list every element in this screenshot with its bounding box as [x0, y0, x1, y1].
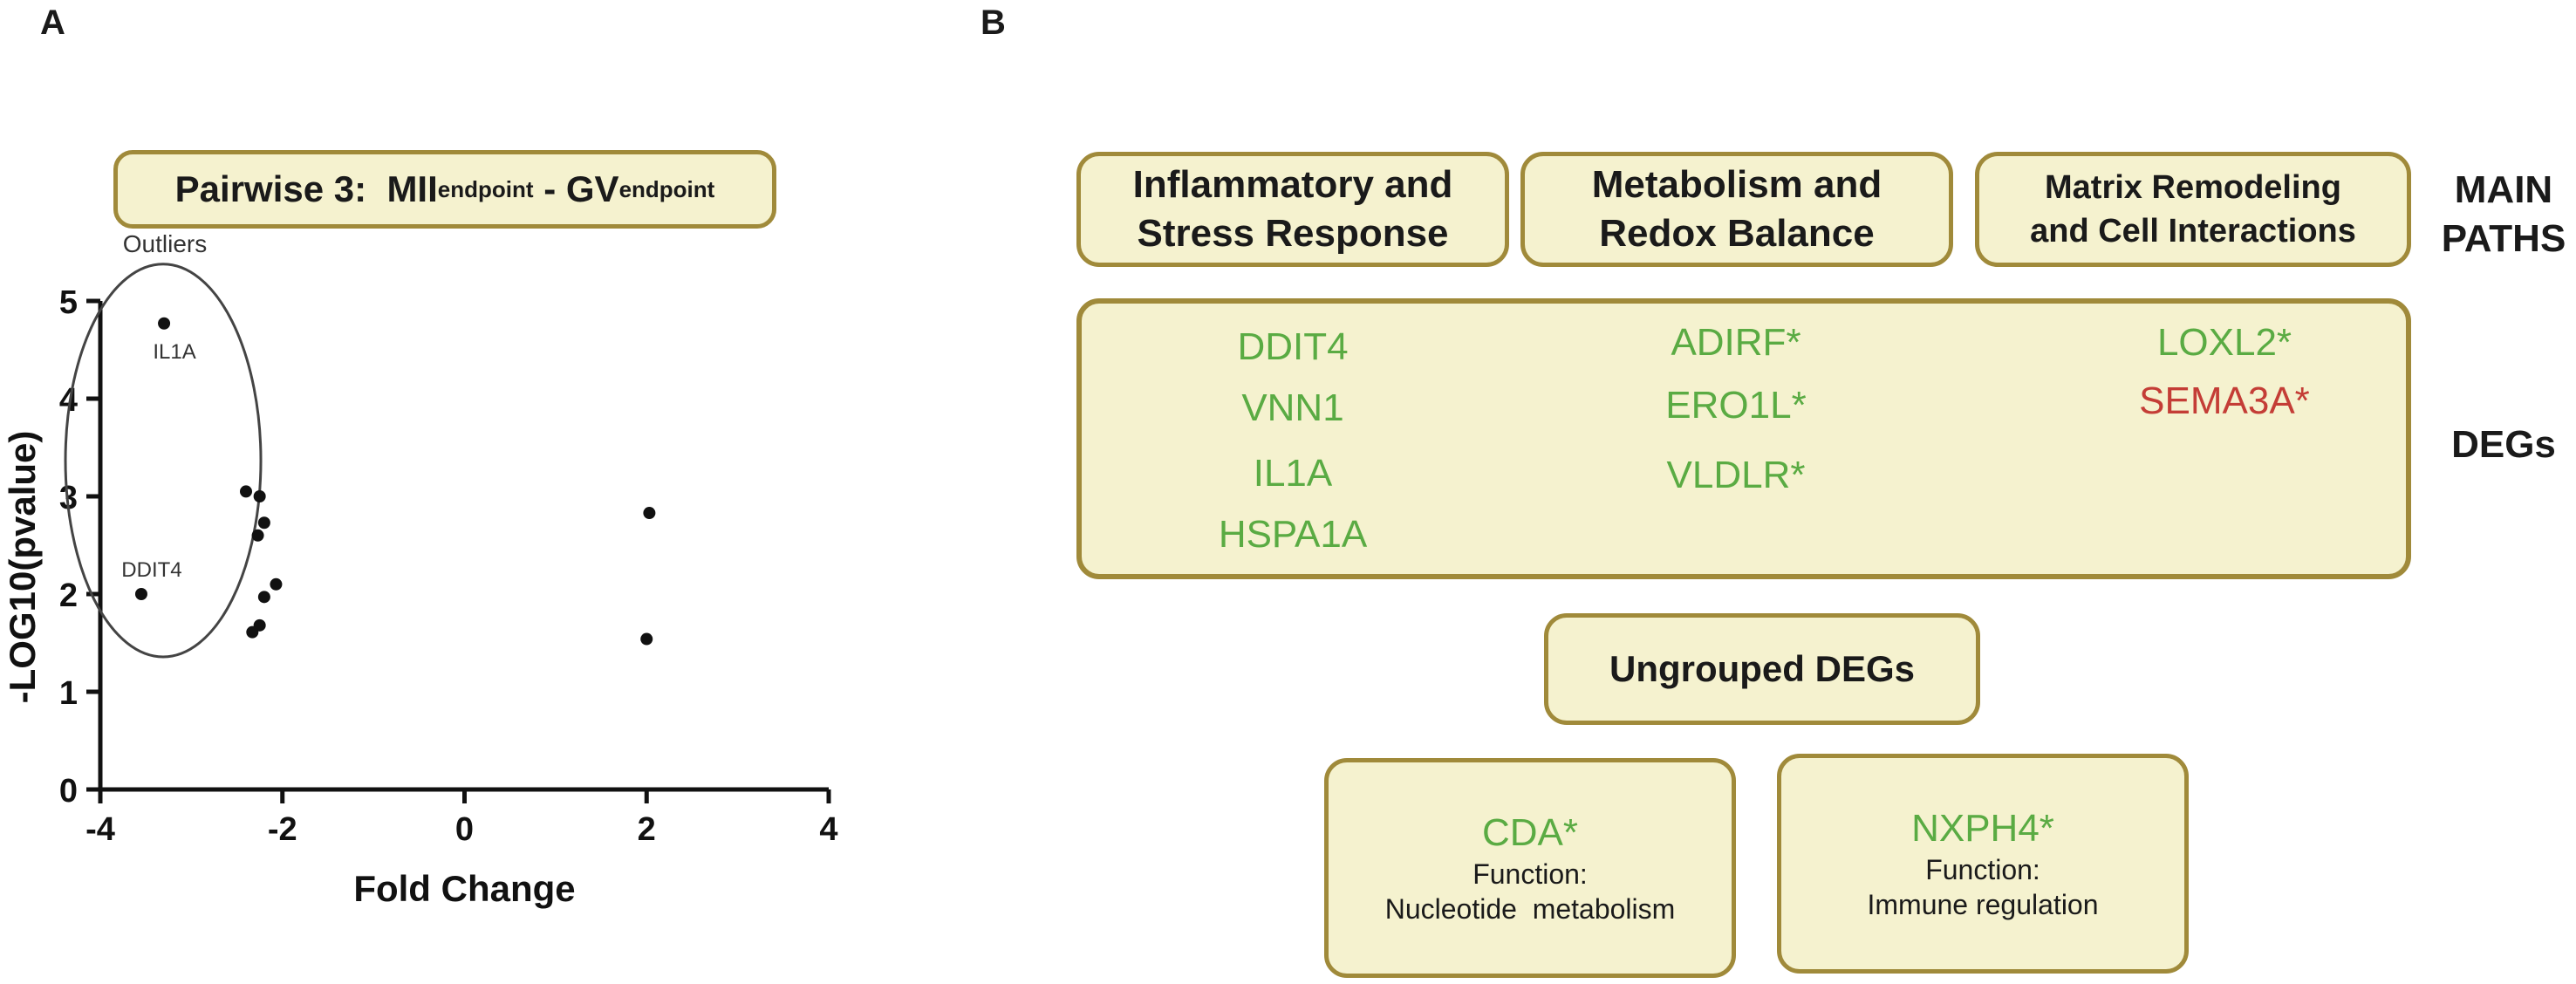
ungrouped-fn-nxph4: Immune regulation — [1867, 889, 2099, 920]
chart-title-sub2: endpoint — [618, 175, 715, 202]
data-point — [643, 507, 656, 520]
chart-title-sub1: endpoint — [437, 175, 534, 202]
ungrouped-name-nxph4: NXPH4* — [1911, 807, 2054, 850]
panel-b-letter: B — [981, 3, 1006, 42]
data-point — [251, 529, 264, 542]
path-title-inflammatory: Inflammatory and Stress Response — [1132, 163, 1453, 255]
ungrouped-name-cda: CDA* — [1481, 811, 1579, 854]
data-point — [134, 588, 147, 600]
data-point — [270, 577, 283, 591]
x-tick-label: -4 — [85, 811, 115, 848]
chart-title-mid: - GV — [533, 168, 619, 209]
gene-vnn1: VNN1 — [1241, 386, 1344, 429]
data-point — [640, 632, 653, 646]
y-tick-label: 0 — [59, 773, 78, 810]
path-box-metabolism: Metabolism and Redox Balance — [1520, 152, 1953, 267]
main-paths-label: MAIN PATHS — [2441, 168, 2566, 260]
ungrouped-title-box: Ungrouped DEGs — [1544, 613, 1980, 725]
y-tick-label: 1 — [59, 675, 78, 712]
outliers-ellipse — [64, 263, 263, 659]
gene-vldlr: VLDLR* — [1666, 454, 1806, 496]
ungrouped-item-nxph4: NXPH4* Function: Immune regulation — [1777, 754, 2189, 974]
data-point — [240, 485, 252, 498]
ungrouped-fn-cda: Nucleotide metabolism — [1384, 893, 1676, 925]
y-axis-label: -LOG10(pvalue) — [2, 431, 43, 704]
degs-label: DEGs — [2451, 423, 2556, 466]
gene-hspa1a: HSPA1A — [1218, 513, 1368, 556]
x-tick-label: -2 — [268, 811, 297, 848]
ungrouped-fn-label-cda: Function: — [1472, 858, 1588, 890]
gene-adirf: ADIRF* — [1671, 321, 1801, 364]
path-title-matrix: Matrix Remodeling and Cell Interactions — [2030, 169, 2356, 249]
x-tick-label: 0 — [455, 811, 474, 848]
data-point — [257, 591, 270, 604]
outliers-annotation: Outliers — [123, 230, 207, 257]
data-point — [158, 317, 171, 330]
gene-ddit4: DDIT4 — [1237, 325, 1349, 368]
path-box-matrix: Matrix Remodeling and Cell Interactions — [1975, 152, 2411, 267]
y-tick-label: 5 — [59, 284, 78, 321]
x-axis-label: Fold Change — [353, 868, 575, 909]
x-tick-label: 2 — [638, 811, 656, 848]
gene-sema3a: SEMA3A* — [2139, 379, 2310, 422]
data-point — [246, 625, 259, 639]
path-title-metabolism: Metabolism and Redox Balance — [1591, 163, 1882, 255]
chart-title-prefix: Pairwise 3: MII — [174, 168, 438, 209]
point-label: IL1A — [153, 340, 195, 364]
panel-a-letter: A — [40, 3, 65, 42]
ungrouped-fn-label-nxph4: Function: — [1925, 854, 2040, 885]
gene-il1a: IL1A — [1253, 452, 1333, 495]
point-label: DDIT4 — [121, 558, 181, 582]
data-point — [253, 490, 266, 502]
path-box-inflammatory: Inflammatory and Stress Response — [1076, 152, 1509, 267]
ungrouped-title: Ungrouped DEGs — [1609, 648, 1915, 689]
gene-ero1l: ERO1L* — [1665, 384, 1807, 427]
gene-loxl2: LOXL2* — [2156, 321, 2292, 364]
x-tick-label: 4 — [819, 811, 837, 848]
ungrouped-item-cda: CDA* Function: Nucleotide metabolism — [1324, 758, 1736, 978]
y-tick-label: 2 — [59, 577, 78, 614]
data-point — [257, 516, 270, 530]
degs-box — [1076, 298, 2411, 579]
